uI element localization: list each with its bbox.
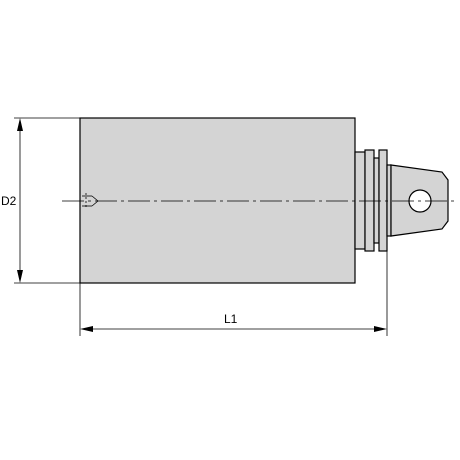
l1-arrow-left [80,326,93,332]
center-bore [82,193,99,209]
shank-step [354,151,366,250]
d2-arrow-bottom [17,270,23,283]
d2-label: D2 [1,194,17,208]
l1-label: L1 [224,312,238,326]
shank [354,149,449,252]
l1-arrow-right [374,326,387,332]
dimension-d2 [14,117,80,284]
collar-flange-2 [378,149,388,252]
d2-arrow-top [17,118,23,131]
collar-groove [373,157,380,244]
dimension-l1 [79,251,388,336]
tool-body [79,117,356,284]
collar-flange-1 [364,149,375,252]
